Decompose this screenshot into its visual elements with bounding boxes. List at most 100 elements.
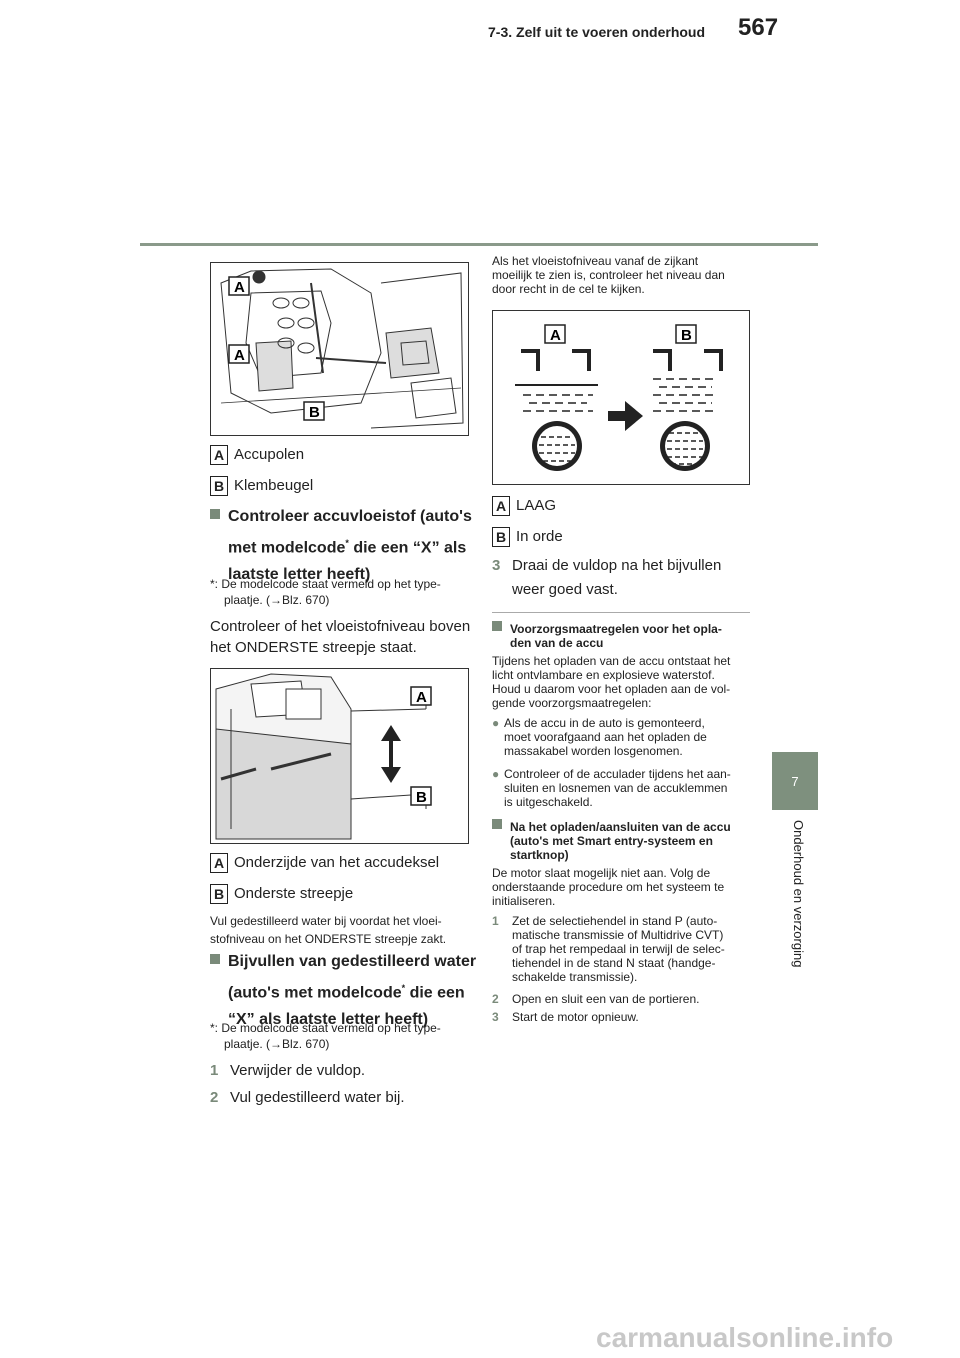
fig3-label-b: B [681,327,692,344]
right-step-3: 3 Draai de vuldop na het bijvullen weer g… [492,555,721,600]
water-footnote: *: De modelcode staat vermeld op het typ… [210,1020,441,1052]
check-footnote-line1: *: De modelcode staat vermeld op het typ… [210,577,441,591]
fig3-label-a: A [550,327,561,344]
check-body-line1: Controleer of het vloeistofniveau boven [210,618,471,635]
legend-a-text: Accupolen [234,445,305,463]
section-marker-icon [210,954,220,964]
water-text-line2: stofniveau on het ONDERSTE streepje zakt… [210,932,447,946]
step-number: 1 [492,914,499,928]
precaution-body-line: licht ontvlambare en explosieve watersto… [492,668,715,682]
section-marker-icon [492,819,502,829]
step-number: 2 [210,1089,219,1106]
init-step-1-line: of trap het rempedaal in terwijl de sele… [512,942,725,956]
legend-a-marker: A [210,445,228,465]
precaution-heading: Voorzorgsmaatregelen voor het opla- den … [492,621,722,650]
step-number: 3 [492,1010,499,1024]
right-step-3-line2: weer goed vast. [512,581,618,598]
water-heading-line2b: die een [405,984,465,1002]
water-text-line1: Vul gedestilleerd water bij voordat het … [210,914,442,928]
legend3-b-text: In orde [516,527,563,545]
check-heading-line2a: met modelcode [228,539,346,557]
battery-engine-figure: A A B [210,262,469,436]
water-step-1: 1 Verwijder de vuldop. [210,1060,365,1081]
legend2-a-text: Onderzijde van het accudeksel [234,853,440,871]
right-intro-line2: moeilijk te zien is, controleer het nive… [492,268,725,282]
after-body-line: onderstaande procedure om het systeem te [492,880,725,894]
cell-level-figure: A B [492,310,750,485]
check-footnote: *: De modelcode staat vermeld op het typ… [210,576,441,608]
bullet-2-line: sluiten en losnemen van de accuklemmen [504,781,728,795]
water-heading-line3: “X” als laatste letter heeft) [228,1011,429,1029]
water-heading: Bijvullen van gedestilleerd water (auto'… [210,950,480,1031]
precaution-heading-line2: den van de accu [510,636,604,650]
init-step-3-text: Start de motor opnieuw. [512,1010,639,1024]
init-step-2-text: Open en sluit een van de portieren. [512,992,700,1006]
legend3-a-text: LAAG [516,496,557,514]
fig2-label-b: B [416,789,427,806]
init-step-3: 3 Start de motor opnieuw. [492,1010,639,1024]
legend2-b-text: Onderste streepje [234,884,354,902]
legend2-a-row: A Onderzijde van het accudeksel [210,853,439,873]
fig1-label-b: B [309,404,320,421]
legend2-a-marker: A [210,853,228,873]
after-heading-line: startknop) [510,848,569,862]
bullet-1-line: Als de accu in de auto is gemonteerd, [504,716,705,730]
precaution-body-line: Houd u daarom voor het opladen aan de vo… [492,682,731,696]
check-heading-line2b: die een “X” als [348,539,467,557]
bullet-2-line: Controleer of de acculader tijdens het a… [504,767,731,781]
bullet-1-line: massakabel worden losgenomen. [504,744,683,758]
legend3-a-marker: A [492,496,510,516]
check-heading: Controleer accuvloeistof (auto's met mod… [210,505,480,586]
water-heading-line1: Bijvullen van gedestilleerd water [228,953,477,970]
section-marker-icon [210,509,220,519]
fig1-label-a: A [234,279,245,296]
after-charge-body: De motor slaat mogelijk niet aan. Volg d… [492,866,724,908]
legend-a-row: A Accupolen [210,445,304,465]
init-step-1-line: schakelde transmissie). [512,970,638,984]
init-step-1-line: matische transmissie of Multidrive CVT) [512,928,724,942]
precaution-body: Tijdens het opladen van de accu ontstaat… [492,654,730,710]
bullet-icon: ● [492,767,500,781]
cell-level-illustration: A B [515,324,723,471]
step-number: 2 [492,992,499,1006]
init-step-1-line: tiehendel in de stand N staat (handge- [512,956,716,970]
section-divider [492,612,750,613]
check-body: Controleer of het vloeistofniveau boven … [210,616,470,658]
precaution-heading-line1: Voorzorgsmaatregelen voor het opla- [510,622,722,636]
precaution-body-line: Tijdens het opladen van de accu ontstaat… [492,654,731,668]
battery-level-figure: A B [210,668,469,844]
legend2-b-marker: B [210,884,228,904]
bullet-icon: ● [492,716,500,730]
precaution-body-line: gende voorzorgsmaatregelen: [492,696,652,710]
water-step-1-text: Verwijder de vuldop. [230,1062,366,1079]
section-title: 7-3. Zelf uit te voeren onderhoud [488,24,706,40]
step-number: 3 [492,557,501,574]
fig1-label-a2: A [234,347,245,364]
after-charge-heading: Na het opladen/aansluiten van de accu (a… [492,819,731,862]
legend-b-marker: B [210,476,228,496]
footnote-star: * [345,538,349,548]
right-intro-line1: Als het vloeistofniveau vanaf de zijkant [492,254,699,268]
check-footnote-line2: plaatje. (→Blz. 670) [224,593,330,607]
after-heading-line: Na het opladen/aansluiten van de accu [510,820,731,834]
step-number: 1 [210,1062,219,1079]
arrow-right-icon [608,401,643,431]
bullet-2-line: is uitgeschakeld. [504,795,593,809]
page-number: 567 [738,14,779,41]
precaution-bullet-1: ● Als de accu in de auto is gemonteerd, m… [492,716,707,758]
header-rule [140,243,818,246]
right-step-3-line1: Draai de vuldop na het bijvullen [512,557,722,574]
precaution-bullet-2: ● Controleer of de acculader tijdens het … [492,767,731,809]
legend-b-row: B Klembeugel [210,476,313,496]
water-footnote-line1: *: De modelcode staat vermeld op het typ… [210,1021,441,1035]
bullet-1-line: moet voorafgaand aan het opladen de [504,730,707,744]
check-heading-line1: Controleer accuvloeistof (auto's [228,508,472,525]
water-text: Vul gedestilleerd water bij voordat het … [210,912,446,948]
legend3-a-row: A LAAG [492,496,556,516]
footnote-star: * [401,983,406,993]
legend-b-text: Klembeugel [234,476,314,494]
chapter-title: Onderhoud en verzorging [791,820,806,968]
